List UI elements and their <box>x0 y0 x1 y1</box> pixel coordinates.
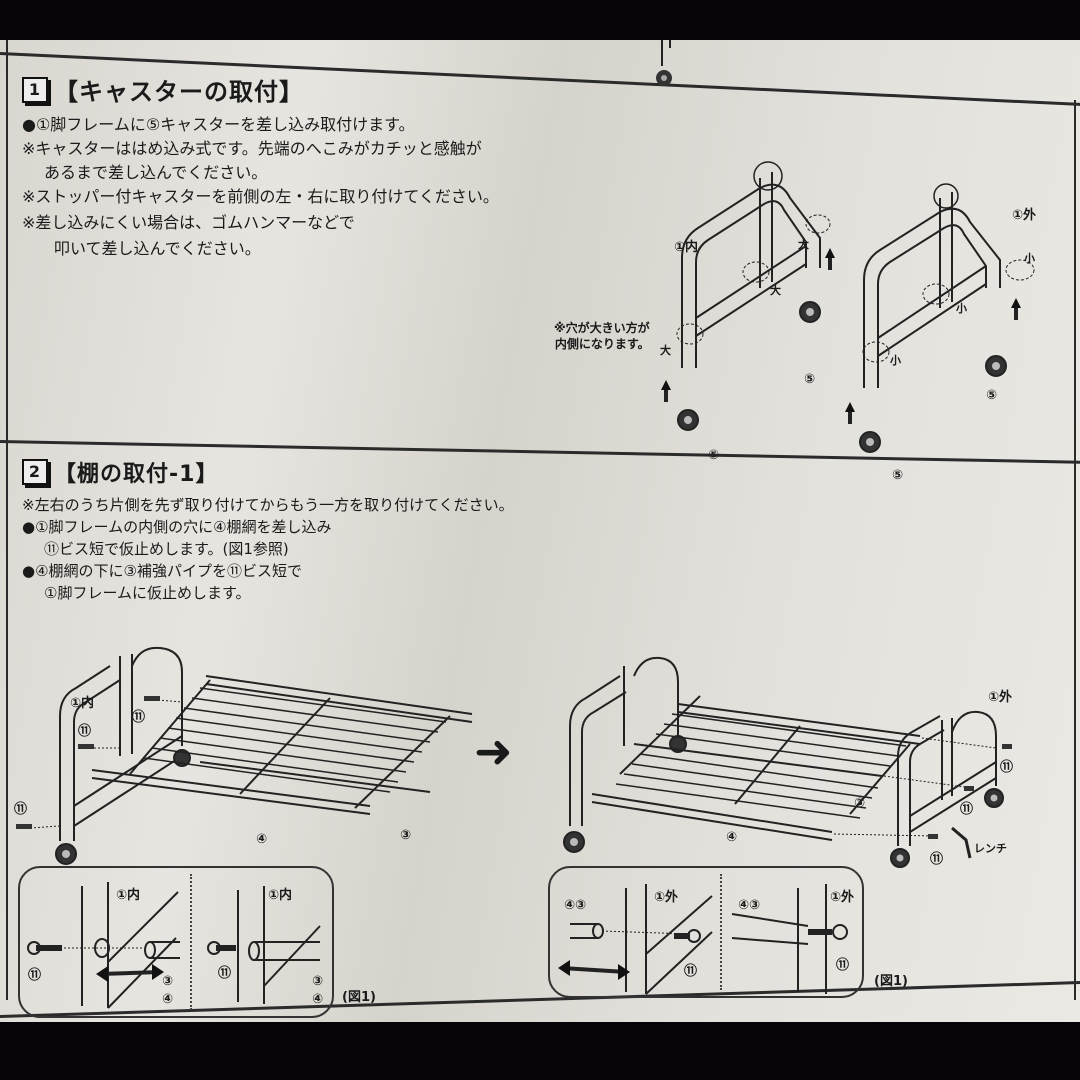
large-hole-label: 大 <box>770 284 781 297</box>
page-border-left <box>6 40 8 1000</box>
section-1-title: 【キャスターの取付】 <box>54 78 304 106</box>
inner-frame-label: ①内 <box>268 888 293 903</box>
figure-1-outer-detail: ④③ ①外 ⑪ ④③ ①外 ⑪ <box>548 866 864 998</box>
shelf-part-label: ④ <box>256 832 268 847</box>
screw-part-label: ⑪ <box>836 958 850 973</box>
inner-leg-frame-diagram: ①内 大 大 大 ⑤ ⑤ <box>660 158 860 463</box>
section-2-heading: 2 【棚の取付-1】 <box>22 456 702 488</box>
next-step-arrow-icon: ➜ <box>474 724 513 778</box>
previous-step-caster-icon <box>650 40 680 88</box>
wrench-label: レンチ <box>974 842 1007 855</box>
section-shelf-installation: 2 【棚の取付-1】 ※左右のうち片側を先ず取り付けてからもう一方を取り付けてく… <box>22 456 702 604</box>
inner-frame-label: ①内 <box>674 240 699 255</box>
shelf-part-label: ④ <box>162 992 174 1007</box>
section-2-title: 【棚の取付-1】 <box>54 462 219 487</box>
outer-frame-label: ①外 <box>1012 208 1037 223</box>
pipe-part-label: ③ <box>400 828 412 843</box>
instruction-line: ●①脚フレームに⑤キャスターを差し込み取付けます。 <box>22 115 415 134</box>
step-number-badge: 1 <box>22 76 48 103</box>
shelf-pipe-parts-label: ④③ <box>738 898 761 913</box>
shelf-pipe-parts-label: ④③ <box>564 898 587 913</box>
screw-part-label: ⑪ <box>960 802 974 817</box>
inner-frame-label: ①内 <box>116 888 141 903</box>
screw-part-label: ⑪ <box>930 852 944 867</box>
section-caster-installation: 1 【キャスターの取付】 ●①脚フレームに⑤キャスターを差し込み取付けます。 ※… <box>22 72 642 261</box>
caster-part-label: ⑤ <box>708 448 720 463</box>
figure-1-caption: (図1) <box>874 974 908 989</box>
pipe-part-label: ③ <box>312 974 324 989</box>
screw-part-label: ⑪ <box>28 968 42 983</box>
figure-separator <box>720 874 722 990</box>
small-hole-label: 小 <box>890 354 901 367</box>
page-border-right <box>1074 100 1076 1000</box>
figure-1-caption: (図1) <box>342 990 376 1005</box>
step-number-badge: 2 <box>22 459 48 485</box>
pipe-part-label: ③ <box>162 974 174 989</box>
instruction-line: ●④棚網の下に③補強パイプを⑪ビス短で <box>22 562 302 580</box>
pipe-part-label: ③ <box>854 796 866 811</box>
screw-part-label: ⑪ <box>684 964 698 979</box>
instruction-line: あるまで差し込んでください。 <box>44 163 268 182</box>
outer-frame-label: ①外 <box>830 890 855 905</box>
screw-part-label: ⑪ <box>78 724 92 739</box>
screw-part-label: ⑪ <box>218 966 232 981</box>
small-hole-label: 小 <box>956 302 967 315</box>
instruction-line: ※キャスターははめ込み式です。先端のへこみがカチッと感触が <box>22 139 482 158</box>
shelf-attach-step-diagram: ①内 ⑪ ⑪ ⑪ ④ ③ <box>10 636 490 866</box>
figure-separator <box>190 874 192 1010</box>
large-hole-label: 大 <box>660 344 671 357</box>
instruction-sheet: 1 【キャスターの取付】 ●①脚フレームに⑤キャスターを差し込み取付けます。 ※… <box>0 40 1080 1022</box>
shelf-part-label: ④ <box>726 830 738 845</box>
small-hole-label: 小 <box>1024 252 1035 265</box>
instruction-line: ①脚フレームに仮止めします。 <box>44 584 251 602</box>
section-1-heading: 1 【キャスターの取付】 <box>22 72 642 107</box>
outer-frame-label: ①外 <box>988 690 1013 705</box>
figure-1-inner-detail: ①内 ⑪ ③ ④ ①内 ⑪ ③ ④ <box>18 866 334 1018</box>
inner-frame-label: ①内 <box>70 696 95 711</box>
instruction-line: 叩いて差し込んでください。 <box>54 239 261 258</box>
large-hole-label: 大 <box>798 238 809 251</box>
instruction-line: ⑪ビス短で仮止めします。(図1参照) <box>44 540 289 558</box>
instruction-line: ※差し込みにくい場合は、ゴムハンマーなどで <box>22 213 355 232</box>
outer-frame-label: ①外 <box>654 890 679 905</box>
instruction-line: ●①脚フレームの内側の穴に④棚網を差し込み <box>22 518 332 536</box>
instruction-line: ※左右のうち片側を先ず取り付けてからもう一方を取り付けてください。 <box>22 496 514 514</box>
caster-part-label: ⑤ <box>986 388 998 403</box>
shelf-part-label: ④ <box>312 992 324 1007</box>
hole-size-note: ※穴が大きい方が 内側になります。 <box>554 320 650 352</box>
shelf-attach-opposite-frame-diagram: ①外 ⑪ ⑪ ⑪ レンチ ③ ④ <box>560 636 1030 876</box>
screw-part-label: ⑪ <box>14 802 28 817</box>
caster-part-label: ⑤ <box>804 372 816 387</box>
instruction-line: ※ストッパー付キャスターを前側の左・右に取り付けてください。 <box>22 187 499 206</box>
screw-part-label: ⑪ <box>132 710 146 725</box>
caster-part-label: ⑤ <box>892 468 904 483</box>
outer-leg-frame-diagram: ①外 小 小 小 ⑤ ⑤ <box>840 170 1040 483</box>
screw-part-label: ⑪ <box>1000 760 1014 775</box>
note-line: 内側になります。 <box>554 337 650 351</box>
note-line: ※穴が大きい方が <box>554 321 650 335</box>
